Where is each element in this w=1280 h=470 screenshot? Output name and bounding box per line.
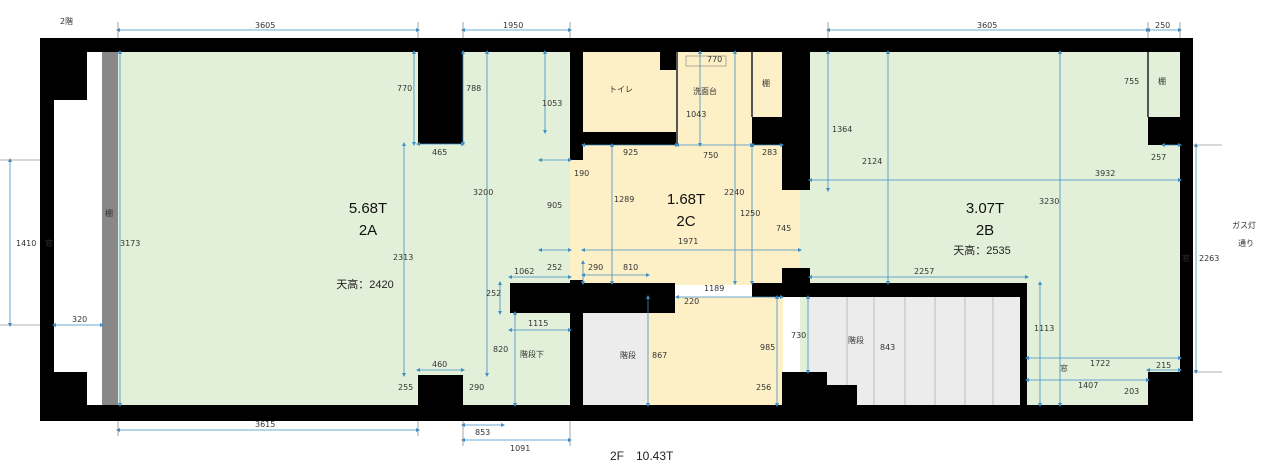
dimension-label: 1091 <box>510 444 530 453</box>
label-window-3: 窓 <box>1060 363 1068 373</box>
room-2c-name: 2C <box>676 213 695 230</box>
dimension-label: 1115 <box>528 319 548 328</box>
dimension-label: 985 <box>760 343 775 352</box>
dimension-label: 2240 <box>724 188 744 197</box>
dimension-label: 190 <box>574 169 589 178</box>
label-street-2: 通り <box>1238 238 1254 248</box>
dimension-label: 203 <box>1124 387 1139 396</box>
label-closet-3: 棚 <box>105 208 113 218</box>
dimension-values: 3605 1950 3605 250 770 788 1053 770 1043… <box>16 21 1219 453</box>
dimension-label: 770 <box>707 55 722 64</box>
label-washbasin: 洗面台 <box>693 86 717 96</box>
dimension-label: 1364 <box>832 125 852 134</box>
dimension-label: 252 <box>547 263 562 272</box>
dimension-label: 3173 <box>120 239 140 248</box>
room-2b-area: 3.07T <box>966 200 1004 217</box>
dimension-label: 3932 <box>1095 169 1115 178</box>
dimension-label: 1289 <box>614 195 634 204</box>
dimension-label: 252 <box>486 289 501 298</box>
dimension-label: 1062 <box>514 267 534 276</box>
dimension-label: 3200 <box>473 188 493 197</box>
floor-total-caption: 2F 10.43T <box>610 449 674 463</box>
dimension-label: 1950 <box>503 21 523 30</box>
dimension-label: 283 <box>762 148 777 157</box>
dimension-label: 2263 <box>1199 254 1219 263</box>
dimension-label: 3605 <box>255 21 275 30</box>
dimension-label: 1410 <box>16 239 36 248</box>
label-street-1: ガス灯 <box>1232 220 1256 230</box>
room-2a-area: 5.68T <box>349 200 387 217</box>
dimension-label: 1189 <box>704 284 724 293</box>
dimension-label: 730 <box>791 331 806 340</box>
stairs-left <box>583 313 648 405</box>
dimension-label: 1722 <box>1090 359 1110 368</box>
dimension-label: 215 <box>1156 361 1171 370</box>
dimension-label: 1250 <box>740 209 760 218</box>
dimension-label: 745 <box>776 224 791 233</box>
room-2c-floor <box>570 145 800 285</box>
room-2b-ceiling: 天高：2535 <box>953 243 1010 257</box>
dimension-label: 1043 <box>686 110 706 119</box>
dimension-label: 905 <box>547 201 562 210</box>
dimension-label: 843 <box>880 343 895 352</box>
label-closet-1: 棚 <box>762 78 770 88</box>
room-2c-area: 1.68T <box>667 191 705 208</box>
label-closet-2: 棚 <box>1158 76 1166 86</box>
dimension-label: 465 <box>432 148 447 157</box>
extension-lines <box>0 22 1222 446</box>
room-2a-floor <box>118 52 418 405</box>
dimension-label: 853 <box>475 428 490 437</box>
dimension-label: 3615 <box>255 420 275 429</box>
dimension-label: 810 <box>623 263 638 272</box>
dimension-label: 250 <box>1155 21 1170 30</box>
dimension-label: 770 <box>397 84 412 93</box>
room-2b-name: 2B <box>976 222 994 239</box>
dimension-label: 867 <box>652 351 667 360</box>
label-window-1: 窓 <box>45 238 53 248</box>
dimension-label: 925 <box>623 148 638 157</box>
dimension-label: 2313 <box>393 253 413 262</box>
floor-label: 2階 <box>60 16 73 26</box>
window-strip <box>102 52 118 405</box>
room-2a-ceiling: 天高：2420 <box>336 277 393 291</box>
closet-floor-2 <box>1148 52 1180 117</box>
dimension-label: 256 <box>756 383 771 392</box>
dimension-label: 750 <box>703 151 718 160</box>
label-stairs-1: 階段 <box>620 350 636 360</box>
dimension-label: 1407 <box>1078 381 1098 390</box>
label-window-2: 窓 <box>1182 253 1190 263</box>
closet-floor-1 <box>752 52 782 117</box>
room-2a-name: 2A <box>359 222 377 239</box>
dimension-label: 257 <box>1151 153 1166 162</box>
landing-floor <box>648 297 783 405</box>
washroom-floor <box>677 52 752 145</box>
dimension-label: 220 <box>684 297 699 306</box>
interior-partitions <box>676 52 1149 145</box>
label-under-stairs: 階段下 <box>520 349 544 359</box>
label-stairs-2: 階段 <box>848 335 864 345</box>
dimension-label: 1053 <box>542 99 562 108</box>
dimension-label: 320 <box>72 315 87 324</box>
dimension-label: 3230 <box>1039 197 1059 206</box>
dimension-label: 820 <box>493 345 508 354</box>
dimension-label: 755 <box>1124 77 1139 86</box>
dimension-label: 788 <box>466 84 481 93</box>
dimension-label: 2124 <box>862 157 882 166</box>
sink-counter <box>685 55 727 67</box>
dimension-label: 255 <box>398 383 413 392</box>
dimension-label: 1113 <box>1034 324 1054 333</box>
dimension-label: 2257 <box>914 267 934 276</box>
dimension-label: 290 <box>469 383 484 392</box>
dimension-label: 290 <box>588 263 603 272</box>
dimension-label: 3605 <box>977 21 997 30</box>
dimension-label: 460 <box>432 360 447 369</box>
label-toilet: トイレ <box>609 85 633 94</box>
dimension-label: 1971 <box>678 237 698 246</box>
dimension-lines <box>8 28 1198 442</box>
